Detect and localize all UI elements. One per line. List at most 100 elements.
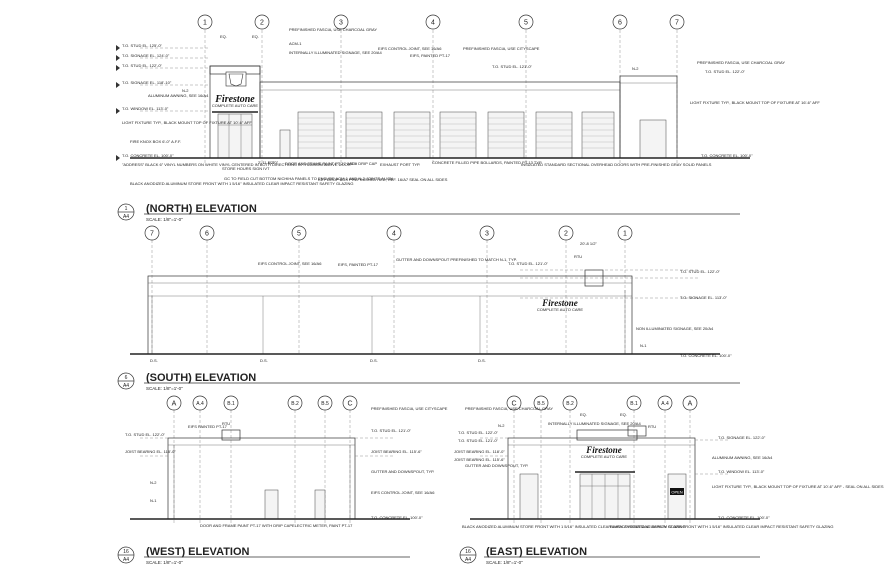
east-grid-bubble (657, 395, 673, 411)
note: GUTTER AND DOWNSPOUT PREFINISHED TO MATC… (396, 257, 517, 262)
note: T.O. STUD EL. 122'-0" (680, 269, 721, 274)
grid-label: B.1 (630, 401, 638, 407)
south-grid-bubble (479, 225, 495, 241)
grid-label: 6 (205, 231, 209, 238)
south-grid-bubble (386, 225, 402, 241)
east-building: Firestone COMPLETE AUTO CARE OPEN (470, 425, 760, 520)
note: T.O. STUD EL. 122'-0" (705, 69, 746, 74)
note: 20'-8 1/2" (580, 241, 597, 246)
grid-label: 3 (339, 20, 343, 27)
grid-label: B.5 (321, 401, 329, 407)
tag-sheet: A4 (465, 557, 471, 563)
tag-sheet: A4 (123, 557, 129, 563)
east-side-window (667, 473, 687, 520)
rtu-unit (221, 429, 241, 441)
west-title: (WEST) ELEVATION (146, 546, 250, 558)
note: N-2 (182, 88, 189, 93)
note: T.O. STUD EL. 122'-0" (125, 432, 166, 437)
east-grid-bubble (533, 395, 549, 411)
south-grid-bubble (558, 225, 574, 241)
grid-label: 3 (485, 231, 489, 238)
note: T.O. WINDOW EL. 113'-0" (122, 106, 169, 111)
grid-label: A.4 (196, 401, 204, 407)
note: T.O. SIGNAGE EL. 122'-0" (718, 435, 766, 440)
south-building: Firestone COMPLETE AUTO CARE (130, 269, 720, 355)
note: EQ. (220, 34, 227, 39)
north-title-block: 1 A4 (NORTH) ELEVATION SCALE: 1/8"=1'-0" (117, 203, 740, 222)
note: DOOR AND FRAME PAINT PT-17 WITH DRIP CAP (285, 161, 377, 166)
east-fascia (576, 429, 638, 441)
west-grid-bubble (287, 395, 303, 411)
note: EIFS, PAINTED PT-17 (410, 53, 451, 58)
north-logo: Firestone (214, 94, 255, 105)
south-logo-sub: COMPLETE AUTO CARE (537, 307, 583, 312)
west-grid-bubble (166, 395, 182, 411)
note: T.O. SIGNAGE EL. 113'-0" (680, 295, 728, 300)
north-grid-bubble (197, 14, 213, 30)
note: T.O. CONCRETE EL. 100'-0" (371, 515, 423, 520)
note: CONCRETE FILLED PIPE BOLLARDS, PAINTED P… (432, 160, 542, 165)
south-logo: Firestone (541, 298, 578, 308)
west-door (264, 489, 279, 520)
grid-label: 6 (618, 20, 622, 27)
note: GC TO FIELD CUT BOTTOM NICHIHA PANELS TO… (224, 176, 393, 181)
grid-label: A (172, 401, 177, 408)
note: EXHAUST PORT TYP. (380, 162, 420, 167)
note: T.O. CONCRETE EL. 100'-0" (718, 515, 770, 520)
note: EIFS, PAINTED PT-17 (338, 262, 379, 267)
note: N-2 (632, 66, 639, 71)
grid-label: B.1 (227, 401, 235, 407)
note: EQ. (252, 34, 259, 39)
north-grid-bubble (612, 14, 628, 30)
east-grid-bubble (682, 395, 698, 411)
tag-number: 16 (123, 549, 129, 555)
note: PREFINISHED FASCIA, USE CHARCOAL GRAY (289, 27, 377, 32)
note: T.O. SIGNAGE EL. 124'-0" (122, 53, 170, 58)
overhead-doors (297, 111, 667, 159)
north-grid-bubble (518, 14, 534, 30)
grid-label: 2 (564, 231, 568, 238)
note: LIGHT FIXTURE TYP., BLACK MOUNT TOP OF F… (712, 484, 884, 489)
note: INTERNALLY ILLUMINATED SIGNAGE, SEE 20/A… (289, 50, 382, 55)
south-title-block: 6 A4 (SOUTH) ELEVATION SCALE: 1/8"=1'-0" (117, 372, 740, 391)
note: D.S. (260, 358, 268, 363)
note: EIFS CONTROL JOINT, SEE 16/A6 (378, 46, 442, 51)
note: RTU (574, 254, 582, 259)
note: NON ILLUMINATED SIGNAGE, SEE 20/A4 (636, 326, 714, 331)
note: T.O. STUD EL. 122'-0" (122, 63, 163, 68)
grid-label: 2 (260, 20, 264, 27)
grid-label: 4 (392, 231, 396, 238)
note: LIGHT FIXTURE TYP., BLACK MOUNT TOP OF F… (690, 100, 820, 105)
east-notes: PREFINISHED FASCIA, USE CHARCOAL GRAY N-… (454, 406, 884, 529)
east-side-window (519, 473, 539, 520)
note: JOIST BEARING EL. 118'-0" (125, 449, 176, 454)
north-elevation: 1 2 3 4 5 6 7 Firestone COMPLETE AUTO CA… (116, 14, 820, 222)
east-grid-bubble (562, 395, 578, 411)
note: T.O. STUD EL. 121'-0" (508, 261, 549, 266)
note: 6'-10" (268, 160, 279, 165)
note: BLACK ANODIZED ALUMINUM STORE FRONT WITH… (462, 524, 686, 529)
side-door (279, 129, 291, 159)
west-notes: EIFS PAINTED PT-17 RTU PREFINISHED FASCI… (125, 406, 448, 528)
note: BLACK ANODIZED ALUMINUM STORE FRONT WITH… (130, 181, 354, 186)
note: JOIST BEARING EL. 118'-0" (454, 449, 505, 454)
note: N-2 (150, 480, 157, 485)
note: EIFS PAINTED PT-17 (188, 424, 228, 429)
note: LIGHT FIXTURE TYP., BLACK MOUNT TOP OF F… (122, 120, 252, 125)
south-grid-bubble (617, 225, 633, 241)
note: RTU (222, 421, 230, 426)
north-grid-bubble (669, 14, 685, 30)
grid-label: 7 (675, 20, 679, 27)
note: 2'-11 1/2" (258, 160, 275, 165)
grid-label: 4 (431, 20, 435, 27)
note: ALUMINUM AWNING, SEE 16/A4 (712, 455, 773, 460)
east-elevation: C B.5 B.2 B.1 A.4 A Firestone COMPLETE A… (454, 395, 884, 565)
tag-sheet: A4 (123, 214, 129, 220)
note: EQ. (580, 412, 587, 417)
note: RTU (648, 424, 656, 429)
note: D.S. (150, 358, 158, 363)
storefront (217, 113, 253, 159)
note: T.O. CONCRETE EL. 100'-0" (122, 153, 174, 158)
north-scale: SCALE: 1/8"=1'-0" (146, 217, 183, 222)
